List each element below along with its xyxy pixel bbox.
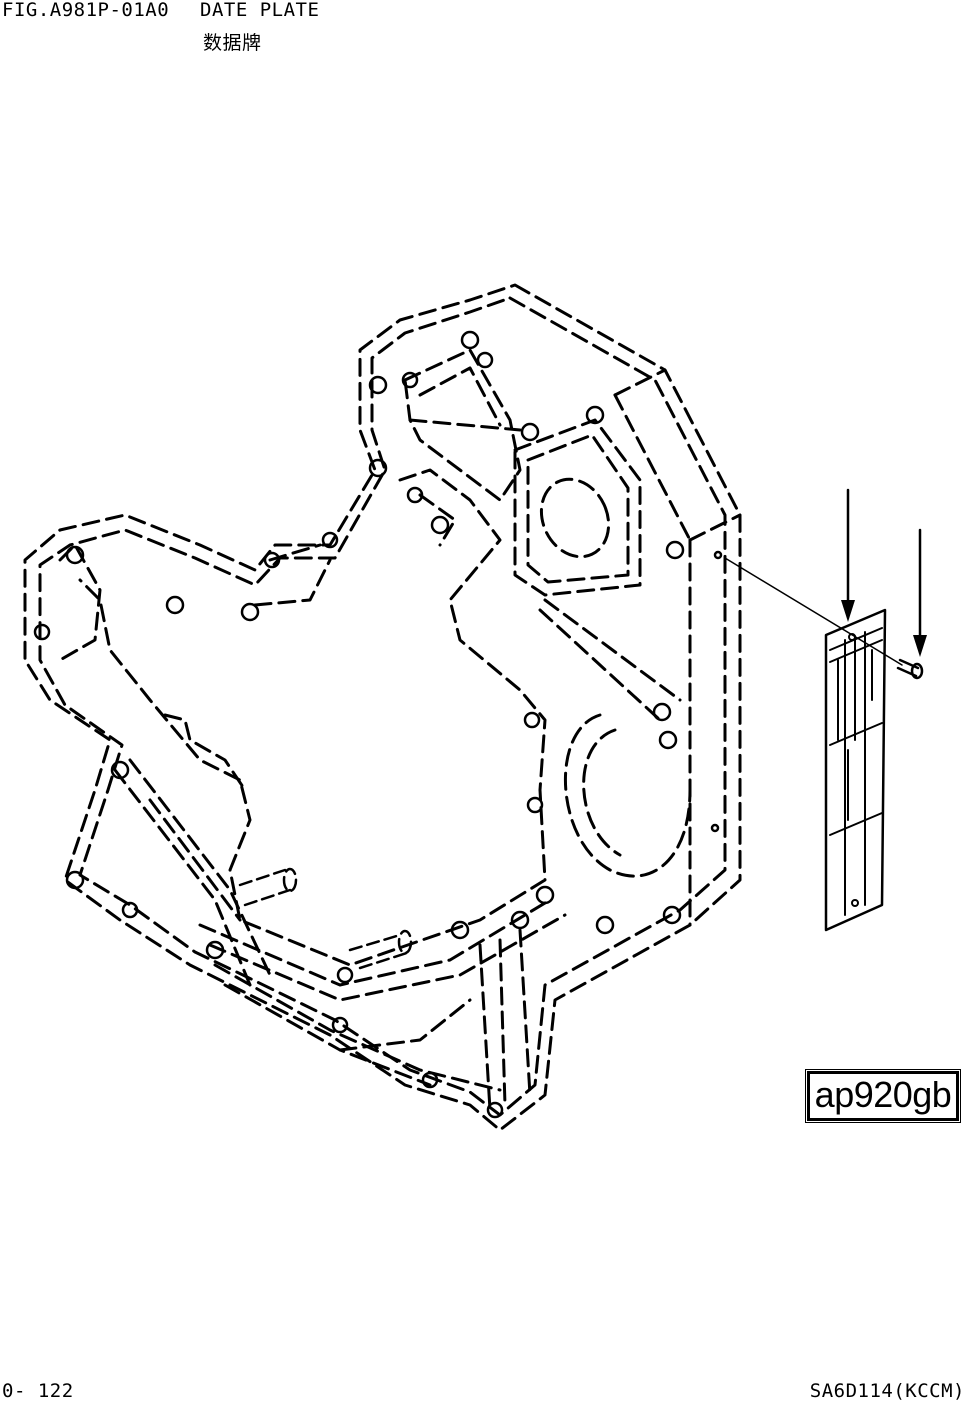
figure-subtitle: 数据牌 (203, 32, 262, 54)
model-code: SA6D114(KCCM) (809, 1380, 965, 1402)
illustration-id-label: ap920gb (807, 1071, 959, 1121)
date-plate (824, 608, 887, 932)
bolt-bosses (33, 330, 723, 1119)
page-number: 0- 122 (2, 1380, 74, 1402)
arrow-heads (841, 600, 927, 657)
gear-housing (23, 283, 742, 1132)
rivet (896, 658, 924, 680)
figure-code: FIG.A981P-01A0 (2, 0, 170, 21)
figure-title: DATE PLATE (200, 0, 320, 21)
arrow-icon (846, 488, 922, 652)
dowel-pins (238, 867, 413, 970)
leader-line (724, 557, 903, 666)
